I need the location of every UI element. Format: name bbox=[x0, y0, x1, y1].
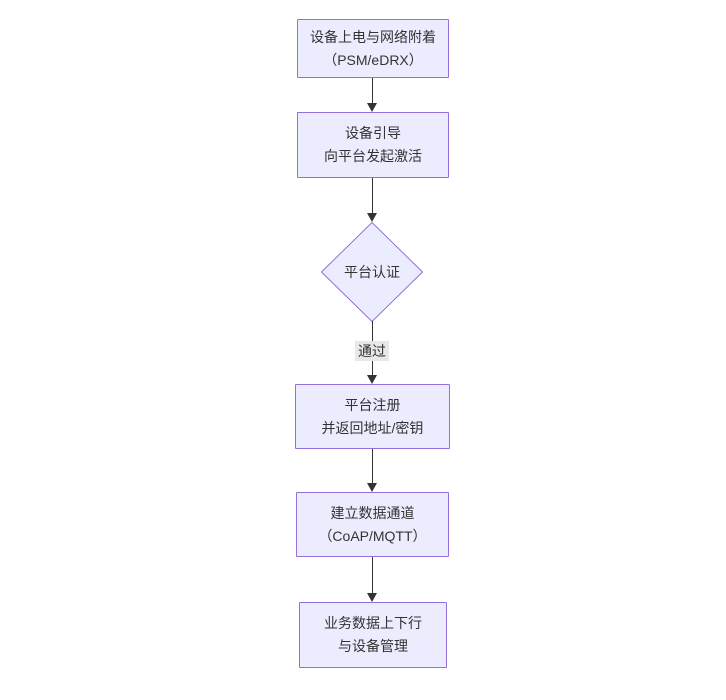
node-text-line: （CoAP/MQTT） bbox=[318, 527, 427, 544]
node-business-data: 业务数据上下行 与设备管理 bbox=[299, 602, 447, 668]
node-text-line: 设备上电与网络附着 bbox=[310, 28, 436, 45]
edge-register-to-channel bbox=[372, 449, 373, 483]
node-text-line: （PSM/eDRX） bbox=[323, 51, 423, 68]
node-text-line: 平台注册 bbox=[344, 396, 401, 413]
node-device-bootstrap: 设备引导 向平台发起激活 bbox=[297, 112, 449, 178]
edge-channel-to-business bbox=[372, 557, 373, 593]
edge-label-pass: 通过 bbox=[355, 341, 389, 361]
node-text-line: 并返回地址/密钥 bbox=[321, 419, 424, 436]
node-text-line: 向平台发起激活 bbox=[324, 148, 422, 164]
node-text-line: 建立数据通道 bbox=[330, 504, 415, 521]
node-power-network-attach: 设备上电与网络附着 （PSM/eDRX） bbox=[297, 19, 449, 78]
node-text-line: 设备引导 bbox=[345, 125, 401, 141]
node-text-line: 业务数据上下行 bbox=[324, 615, 422, 631]
arrowhead-icon bbox=[367, 103, 377, 112]
arrowhead-icon bbox=[367, 375, 377, 384]
edge-power-to-bootstrap bbox=[372, 78, 373, 103]
node-text-line: 与设备管理 bbox=[338, 638, 408, 654]
arrowhead-icon bbox=[367, 213, 377, 222]
arrowhead-icon bbox=[367, 483, 377, 492]
decision-platform-auth: 平台认证 bbox=[321, 222, 423, 322]
arrowhead-icon bbox=[367, 593, 377, 602]
node-data-channel: 建立数据通道 （CoAP/MQTT） bbox=[296, 492, 449, 557]
edge-bootstrap-to-auth bbox=[372, 178, 373, 213]
node-platform-register: 平台注册 并返回地址/密钥 bbox=[295, 384, 450, 449]
decision-label: 平台认证 bbox=[344, 264, 400, 280]
